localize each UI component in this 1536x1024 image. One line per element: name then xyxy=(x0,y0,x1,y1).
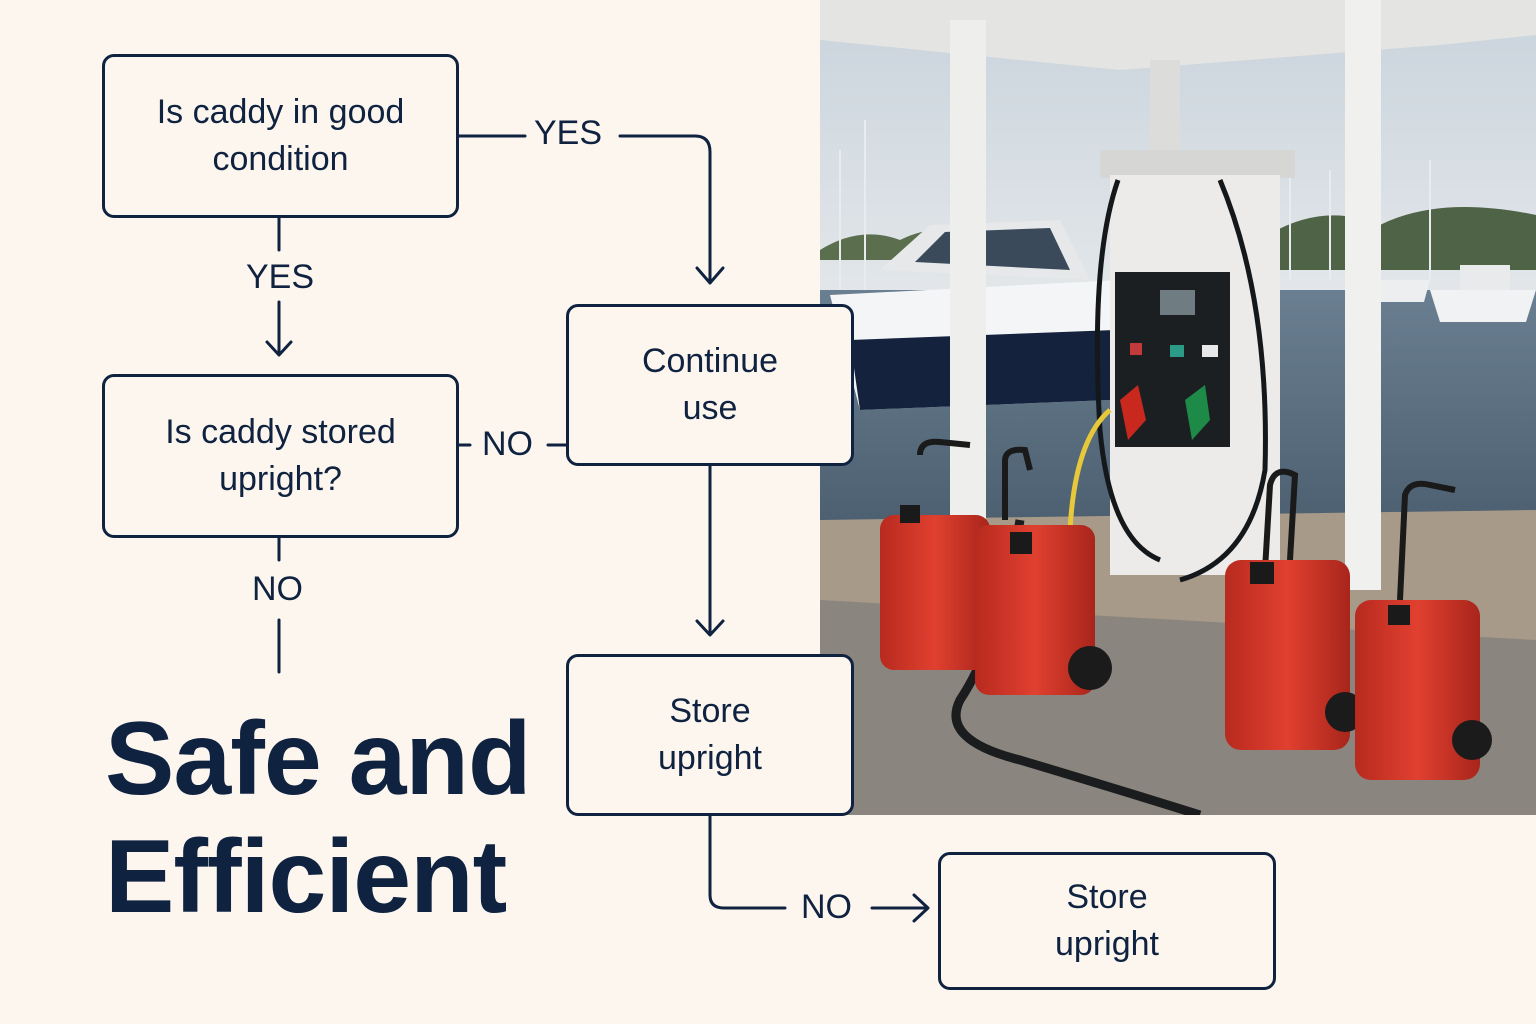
arrowhead-icon xyxy=(695,619,725,637)
gas-can-icon xyxy=(880,438,990,670)
edge-label-no: NO xyxy=(478,425,537,463)
fuel-pump-icon xyxy=(1067,150,1295,583)
headline-line-1: Safe and xyxy=(105,701,531,817)
connector-q1-yes-right-2 xyxy=(618,134,712,284)
action-node-continue-use: Continue use xyxy=(566,304,854,466)
connector-store-no xyxy=(708,814,787,910)
decision-node-stored-upright: Is caddy stored upright? xyxy=(102,374,459,538)
arrowhead-icon xyxy=(912,893,930,923)
headline-line-2: Efficient xyxy=(105,819,507,935)
headline: Safe and Efficient xyxy=(105,700,531,936)
action-node-store-upright: Store upright xyxy=(566,654,854,816)
decision-node-good-condition: Is caddy in good condition xyxy=(102,54,459,218)
arrowhead-icon xyxy=(265,340,293,357)
node-text: Store upright xyxy=(1055,878,1159,963)
node-text: Is caddy in good condition xyxy=(156,93,405,178)
edge-label-no: NO xyxy=(248,570,307,608)
marina-fuel-dock-photo xyxy=(820,0,1536,815)
action-node-store-upright-final: Store upright xyxy=(938,852,1276,990)
edge-label-yes: YES xyxy=(242,258,319,296)
node-text: Store upright xyxy=(658,692,762,777)
node-text: Continue use xyxy=(641,342,779,427)
arrowhead-icon xyxy=(695,266,725,285)
node-text: Is caddy stored upright? xyxy=(165,413,396,498)
fuel-dock-scene xyxy=(820,0,1536,815)
edge-label-yes: YES xyxy=(530,114,607,152)
gas-can-icon xyxy=(1355,480,1492,780)
gas-can-icon xyxy=(975,446,1112,695)
edge-label-no: NO xyxy=(797,888,856,926)
